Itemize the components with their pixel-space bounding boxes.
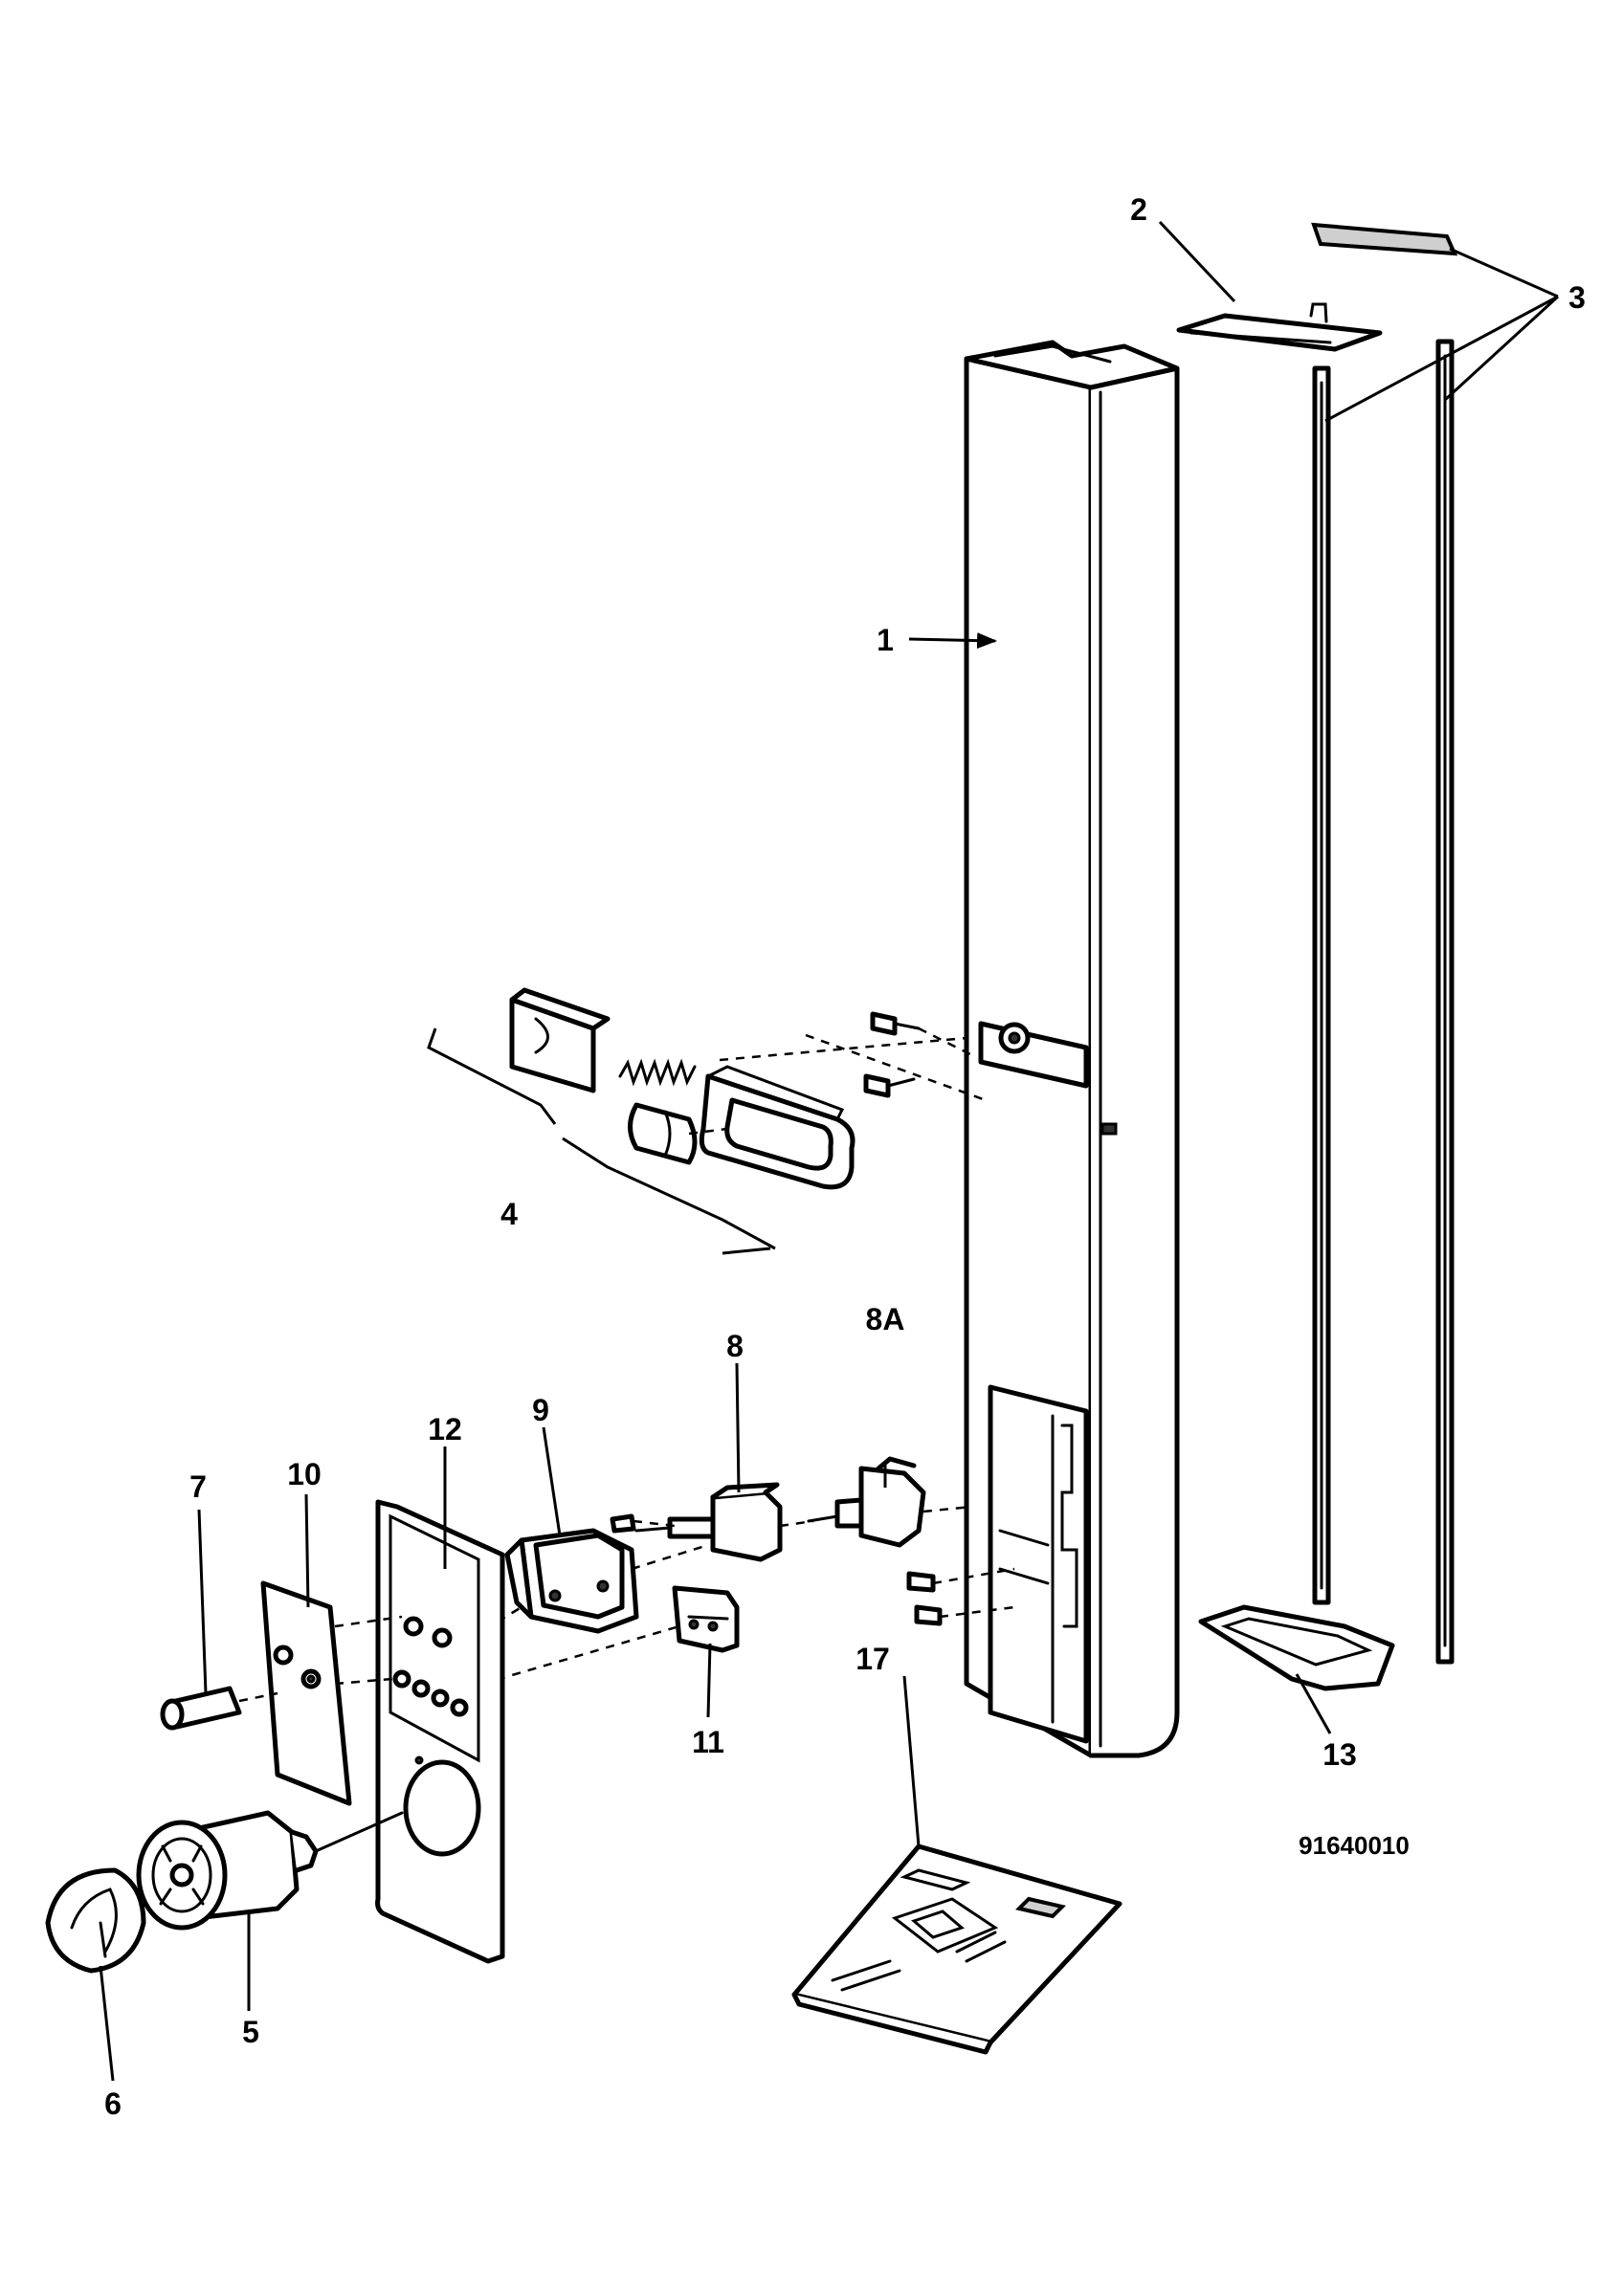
part-2-top-cap xyxy=(1176,302,1383,352)
callout-1: 1 xyxy=(877,623,894,657)
part-10-plate xyxy=(260,1580,352,1806)
callout-labels: 1 2 3 4 5 6 7 8 8A 9 10 11 12 13 17 9164… xyxy=(104,192,1586,2121)
callout-9: 9 xyxy=(532,1393,549,1427)
callout-8: 8 xyxy=(726,1329,744,1363)
part-5-knob-body xyxy=(136,1810,404,1931)
leader-lines xyxy=(99,220,1560,2082)
part-9-bracket xyxy=(497,1513,709,1634)
callout-7: 7 xyxy=(189,1469,207,1504)
part-4-latch-assembly xyxy=(427,987,987,1255)
part-6-cap-knob xyxy=(45,1867,146,1974)
part-12-front-panel xyxy=(334,1499,505,1964)
callout-10: 10 xyxy=(287,1457,322,1491)
callout-17: 17 xyxy=(855,1642,890,1676)
callout-3: 3 xyxy=(1568,280,1586,315)
callout-11: 11 xyxy=(692,1725,724,1759)
part-3-rods xyxy=(1311,222,1458,1665)
part-7-pin xyxy=(160,1686,278,1731)
part-13-foot xyxy=(1198,1604,1395,1691)
part-1-column-housing xyxy=(964,340,1180,1758)
part-17-manual xyxy=(791,1843,1122,2055)
callout-12: 12 xyxy=(428,1412,462,1446)
part-8-switch xyxy=(634,1482,814,1562)
callout-13: 13 xyxy=(1322,1737,1357,1772)
callout-5: 5 xyxy=(242,2015,259,2049)
drawing-number: 91640010 xyxy=(1299,1831,1410,1860)
callout-2: 2 xyxy=(1130,192,1147,227)
callout-6: 6 xyxy=(104,2086,122,2121)
callout-4: 4 xyxy=(500,1197,518,1231)
part-8a-connector xyxy=(807,1456,1015,1626)
callout-8a: 8A xyxy=(866,1302,905,1336)
